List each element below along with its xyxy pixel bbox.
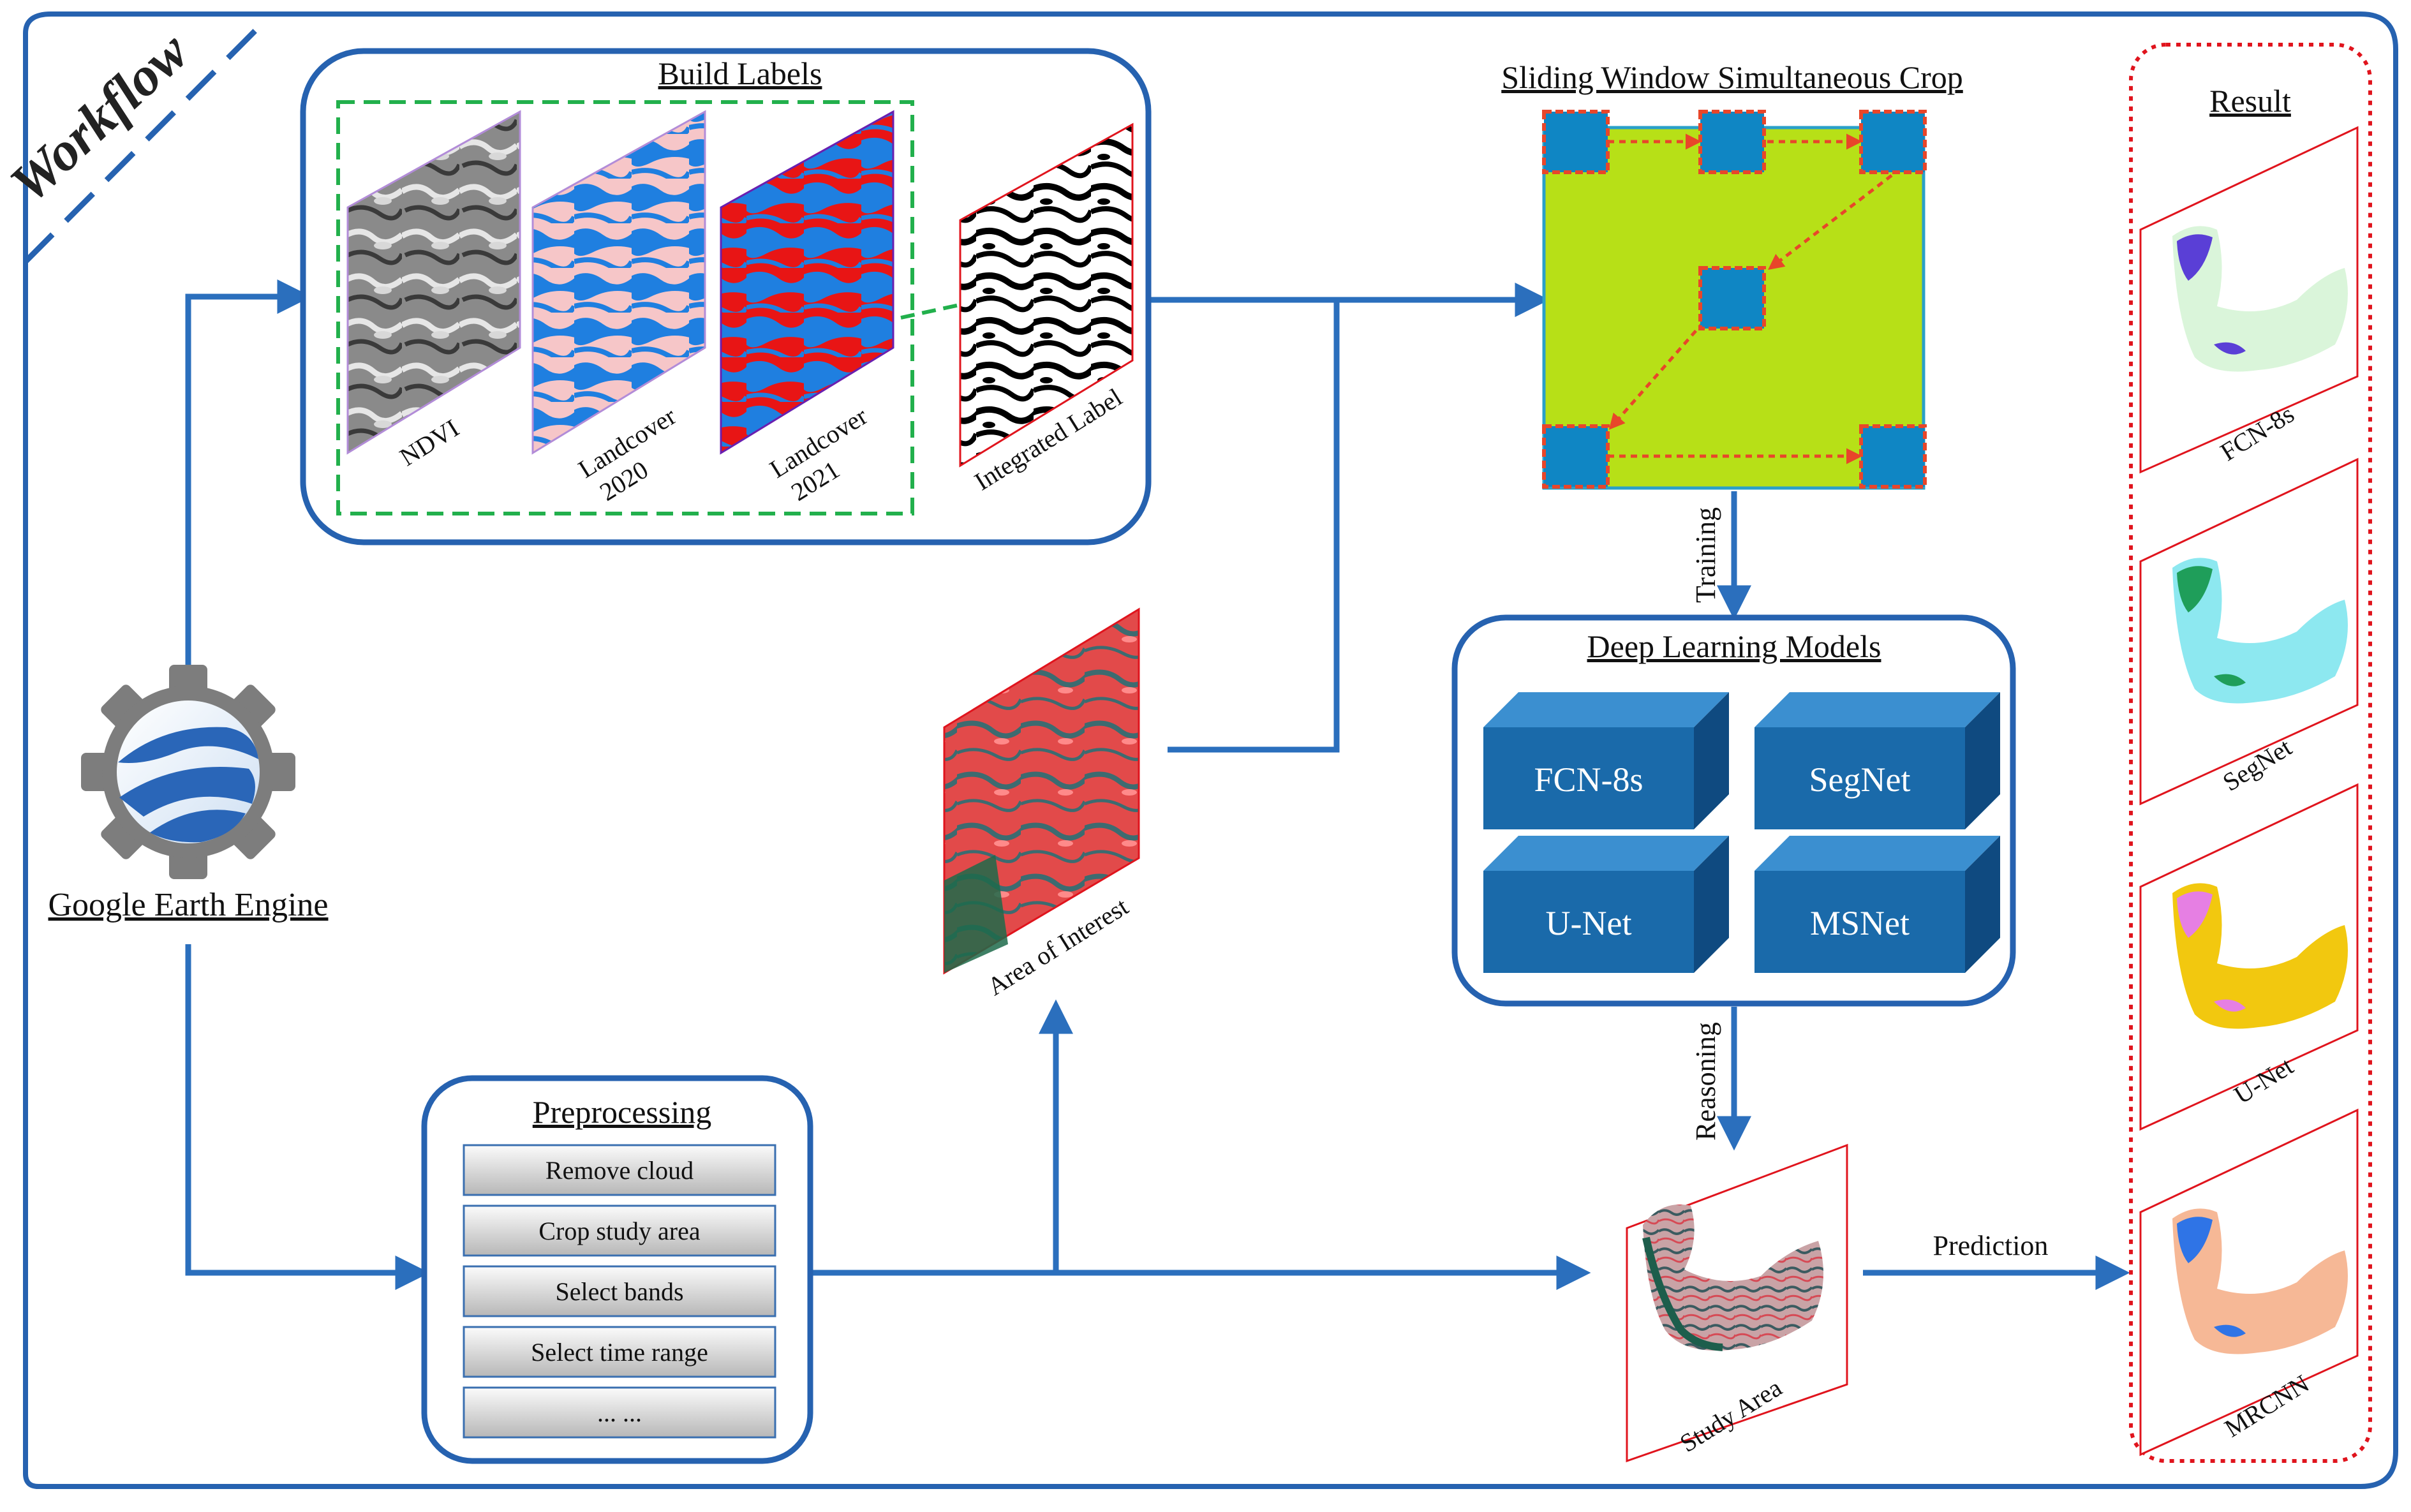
crop-windows [1542,110,1927,489]
model-label: MSNet [1810,904,1910,942]
gee-logo-icon [81,665,295,879]
connectors [185,279,2130,1290]
build-labels-panel: Build Labels NDVI Landcover 2020 Landcov… [300,48,1152,545]
model-block-msnet: MSNet [1754,836,2000,973]
label-sources-group [336,100,914,515]
preprocessing-step: ... ... [463,1386,776,1439]
reasoning-label: Reasoning [1690,1022,1721,1141]
sliding-window-title: Sliding Window Simultaneous Crop [1501,59,1963,95]
model-block-fcn8s: FCN-8s [1483,692,1729,829]
deep-learning-title: Deep Learning Models [1587,628,1881,664]
crop-window [1542,424,1610,489]
preprocessing-step: Remove cloud [463,1144,776,1196]
model-block-segnet: SegNet [1754,692,2000,829]
training-label: Training [1690,507,1721,603]
prediction-label: Prediction [1933,1230,2049,1261]
svg-text:Select bands: Select bands [555,1277,683,1306]
arrow-aoi-join [1168,300,1340,753]
preprocessing-panel: Preprocessing Remove cloud Crop study ar… [421,1075,813,1464]
preprocessing-step: Select time range [463,1326,776,1378]
crop-window [1698,266,1766,330]
arrow-gee-to-preprocessing [185,944,430,1290]
study-area: Study Area Prediction [1626,1143,2049,1463]
svg-text:Crop study area: Crop study area [538,1217,701,1245]
sliding-window-block: Sliding Window Simultaneous Crop Trainin… [1501,59,1963,603]
arrow-gee-to-labels [185,279,312,683]
crop-window [1859,424,1927,489]
model-label: FCN-8s [1534,760,1643,799]
crop-window [1698,110,1766,174]
result-map-unet: U-Net [2139,783,2359,1131]
area-of-interest: Area of Interest [943,607,1140,1001]
preprocessing-step: Select bands [463,1265,776,1317]
result-map-fcn8s: FCN-8s [2139,126,2359,474]
preprocessing-step: Crop study area [463,1204,776,1257]
svg-text:Remove cloud: Remove cloud [545,1156,694,1185]
deep-learning-panel: Deep Learning Models FCN-8s SegNet U-Net… [1451,614,2016,1141]
crop-window [1542,110,1610,174]
result-panel: Result FCN-8s SegNet U-Net M [2129,43,2372,1463]
preprocessing-title: Preprocessing [533,1094,712,1130]
crop-path [1608,133,1893,464]
svg-text:Select time range: Select time range [531,1338,708,1367]
model-label: U-Net [1546,904,1632,942]
result-title: Result [2209,83,2291,119]
svg-text:... ...: ... ... [597,1398,642,1427]
gee-block: Google Earth Engine [48,665,329,923]
model-label: SegNet [1809,760,1911,799]
crop-window [1859,110,1927,174]
build-labels-title: Build Labels [658,56,822,91]
model-block-unet: U-Net [1483,836,1729,973]
gee-label: Google Earth Engine [48,887,329,923]
result-map-mrcnn: MRCNN [2139,1108,2359,1456]
result-map-segnet: SegNet [2139,457,2359,806]
